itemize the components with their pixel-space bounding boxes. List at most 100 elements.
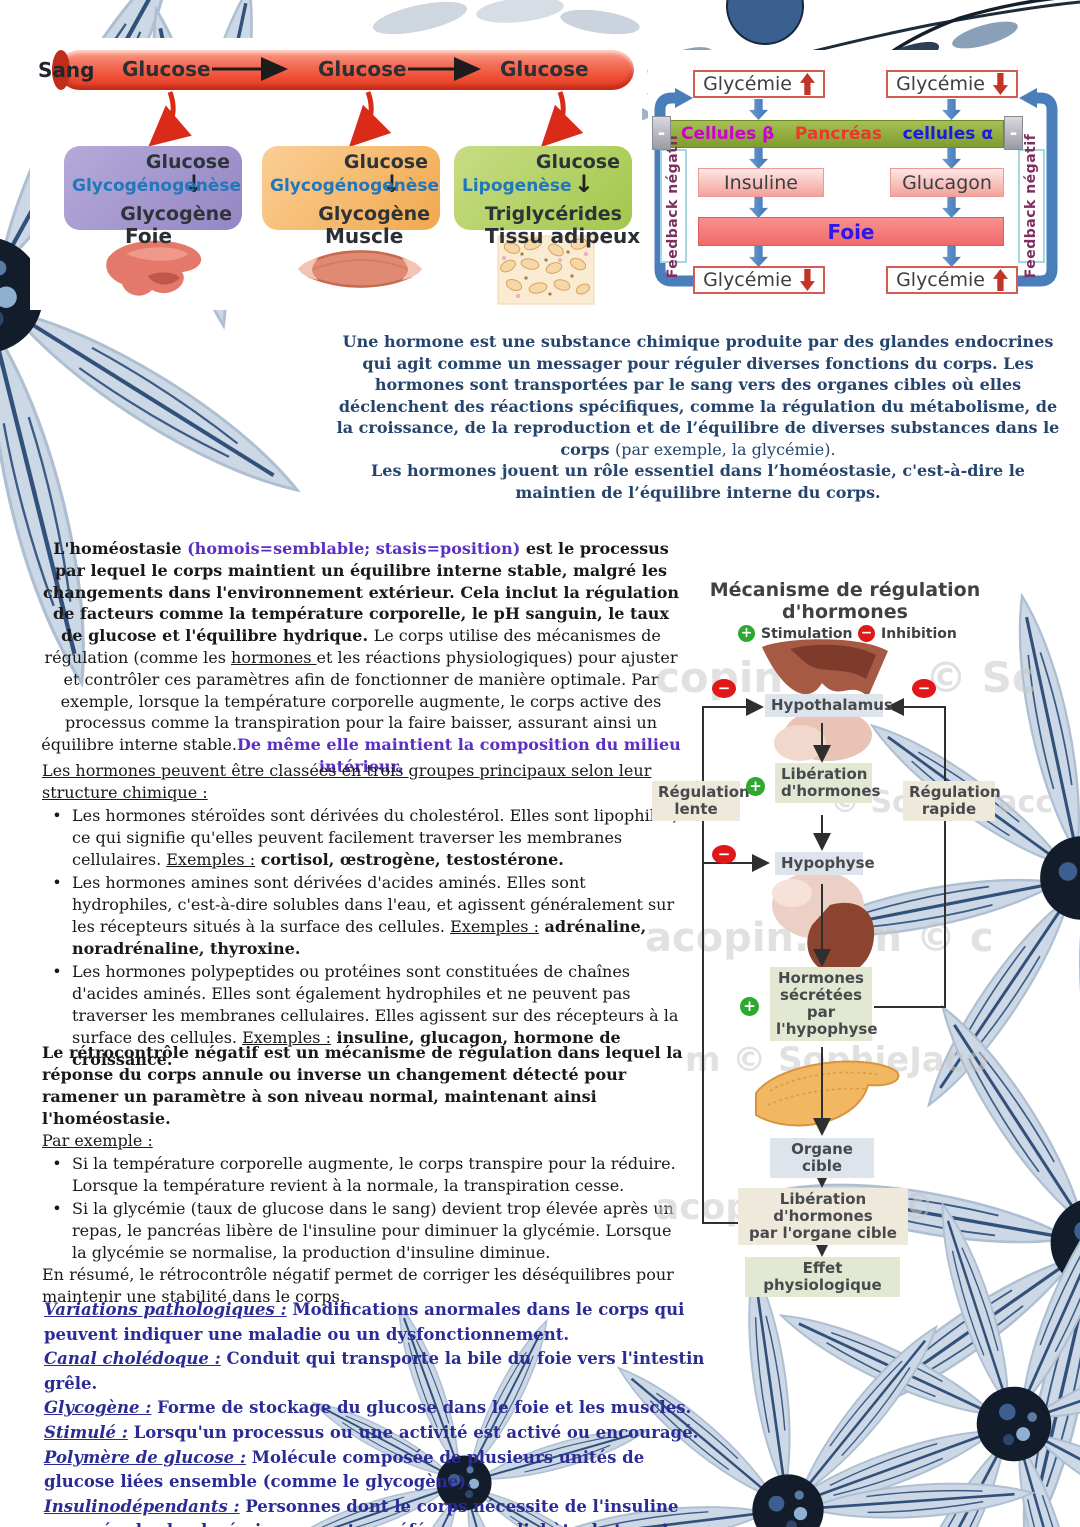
node-liberation-organe-cible: Libération d'hormones par l'organe cible xyxy=(738,1188,908,1245)
intro-homeostasie-text: Les hormones jouent un rôle essentiel da… xyxy=(371,461,1025,502)
homeo-bold: L'homéostasie xyxy=(53,539,188,558)
intro-regular-text: (par exemple, la glycémie). xyxy=(615,439,836,459)
legend-inhibition: − Inhibition xyxy=(858,625,957,642)
exemples-label: Exemples : xyxy=(450,917,539,936)
box-output: Triglycérides xyxy=(484,203,622,225)
glucagon-label: Glucagon xyxy=(902,171,992,194)
minus-icon: − xyxy=(712,845,736,864)
node-label: Hypophyse xyxy=(781,854,875,872)
homeo-purple-conclusion: De même elle maintient la composition du… xyxy=(236,735,681,776)
retrocontrole-section: Le rétrocontrôle négatif est un mécanism… xyxy=(42,1042,690,1308)
mechanism-title-line1: Mécanisme de régulation xyxy=(709,579,981,601)
definition-text: Forme de stockage du glucose dans le foi… xyxy=(151,1398,692,1418)
liver-graphic xyxy=(106,240,202,296)
hormone-regulation-mechanism-diagram: copin © Sc © SophieJacc acopin.com © c m… xyxy=(645,575,1080,1300)
bullet-icon: • xyxy=(52,1154,62,1173)
liver-metabolism-box: Glucose ↓ Glycogénogenèse Glycogène xyxy=(64,146,242,230)
glycemia-raised-box: Glycémie xyxy=(886,266,1018,294)
node-label: Hormones xyxy=(778,969,864,987)
exemples-label: Exemples : xyxy=(166,850,256,869)
node-label: d'hormones xyxy=(781,782,881,800)
definition-text: Lorsqu'un processus ou une activité est … xyxy=(127,1422,699,1442)
label-regulation-rapide: Régulation rapide xyxy=(903,781,1001,821)
glucose-metabolism-diagram: Sang Glucose Glucose Glucose xyxy=(30,38,642,310)
process-label: Glycogénogenèse xyxy=(270,176,440,196)
homeo-regular: et les réactions physiologiques) pour aj… xyxy=(41,647,678,755)
definition-term: Canal cholédoque : xyxy=(44,1349,221,1369)
feedback-negatif-label: Feedback négatif xyxy=(1023,133,1040,279)
beta-cells-label: Cellules β xyxy=(681,124,775,144)
insuline-label: Insuline xyxy=(724,171,798,194)
node-label: lente xyxy=(674,800,718,818)
minus-icon: − xyxy=(712,679,736,698)
hormone-groups-heading: Les hormones peuvent être classées en tr… xyxy=(42,761,652,802)
par-exemple-label: Par exemple : xyxy=(42,1131,153,1150)
definition-text: Molécule composée de plusieurs unités de… xyxy=(44,1447,645,1492)
process-label: Glycogénogenèse xyxy=(72,176,242,196)
node-hypophyse: Hypophyse xyxy=(775,852,875,875)
box-input: Glucose xyxy=(535,151,620,173)
mechanism-connectors xyxy=(702,639,946,1257)
item-examples: adrénaline, noradrénaline, thyroxine. xyxy=(72,917,647,958)
node-effet-physiologique: Effet physiologique xyxy=(745,1257,900,1297)
vessel-label: Sang xyxy=(38,58,95,82)
item-examples: insuline, glucagon, hormone de croissanc… xyxy=(72,1028,621,1069)
glycemia-label: Glycémie xyxy=(703,73,792,95)
mechanism-title-line2: d'hormones xyxy=(782,601,908,623)
retro-closing: En résumé, le rétrocontrôle négatif perm… xyxy=(42,1265,674,1306)
homeo-bold: est le processus par lequel le corps mai… xyxy=(42,539,680,646)
glycemia-high-box: Glycémie xyxy=(693,70,825,98)
feedback-negatif-label: Feedback négatif xyxy=(665,133,682,279)
adipose-metabolism-box: Glucose ↓ Lipogenèse Triglycérides xyxy=(454,146,632,230)
red-up-arrow-icon xyxy=(799,73,815,95)
hypophyse-organ-graphic xyxy=(772,871,875,975)
definition-line: Glycogène : Forme de stockage du glucose… xyxy=(44,1396,706,1421)
organ-label-foie: Foie xyxy=(125,224,173,248)
definition-line: Insulinodépendants : Personnes dont le c… xyxy=(44,1495,706,1527)
node-organe-cible: Organe cible xyxy=(770,1138,874,1178)
node-hypothalamus: Hypothalamus xyxy=(765,694,893,717)
process-label: Lipogenèse xyxy=(462,176,572,196)
minus-icon: − xyxy=(858,625,875,642)
definition-text: Modifications anormales dans le corps qu… xyxy=(44,1300,685,1344)
plus-icon: + xyxy=(740,997,759,1016)
exemples-label: Exemples : xyxy=(242,1028,331,1047)
legend-label: Stimulation xyxy=(761,625,853,642)
glycemia-low-box: Glycémie xyxy=(886,70,1018,98)
box-input: Glucose xyxy=(145,151,230,173)
glucose-panel-arrows xyxy=(106,57,595,305)
intro-bold-text: Une hormone est une substance chimique p… xyxy=(336,332,1060,459)
retro-bold-intro: Le rétrocontrôle négatif est un mécanism… xyxy=(42,1043,683,1128)
red-up-arrow-icon xyxy=(992,269,1008,291)
bullet-icon: • xyxy=(52,962,62,981)
blood-vessel-graphic xyxy=(58,50,634,90)
bullet-icon: • xyxy=(52,873,62,892)
box-output: Glycogène xyxy=(120,203,232,225)
node-label: sécrétées xyxy=(779,986,862,1004)
node-label: Régulation xyxy=(909,783,1001,801)
plus-icon: + xyxy=(738,625,755,642)
muscle-graphic xyxy=(298,250,422,288)
node-label: Libération xyxy=(781,765,868,783)
glucagon-box: Glucagon xyxy=(890,168,1004,197)
node-label: rapide xyxy=(921,800,977,818)
mechanism-title: Mécanisme de régulation d'hormones xyxy=(690,579,1000,623)
definition-term: Polymère de glucose : xyxy=(44,1447,246,1467)
definition-term: Glycogène : xyxy=(44,1398,152,1418)
list-item: • Si la glycémie (taux de glucose dans l… xyxy=(42,1198,690,1264)
adipose-tissue-graphic xyxy=(497,235,595,305)
pancreas-organ-graphic xyxy=(755,1060,900,1127)
definition-term: Insulinodépendants : xyxy=(44,1496,240,1516)
hormone-definition-paragraph: Une hormone est une substance chimique p… xyxy=(330,331,1066,503)
definition-term: Variations pathologiques : xyxy=(44,1300,287,1319)
plus-icon: + xyxy=(746,777,765,796)
label-regulation-lente: Régulation lente xyxy=(652,781,750,821)
legend-stimulation: + Stimulation xyxy=(738,625,852,642)
vessel-glucose-2: Glucose xyxy=(318,57,407,81)
organ-label-muscle: Muscle xyxy=(325,224,404,248)
node-label: Libération d'hormones xyxy=(773,1190,873,1225)
item-examples: cortisol, œstrogène, testostérone. xyxy=(255,850,564,869)
pancreas-bar: Cellules β Pancréas cellules α xyxy=(670,120,1004,148)
muscle-metabolism-box: Glucose ↓ Glycogénogenèse Glycogène xyxy=(262,146,440,230)
